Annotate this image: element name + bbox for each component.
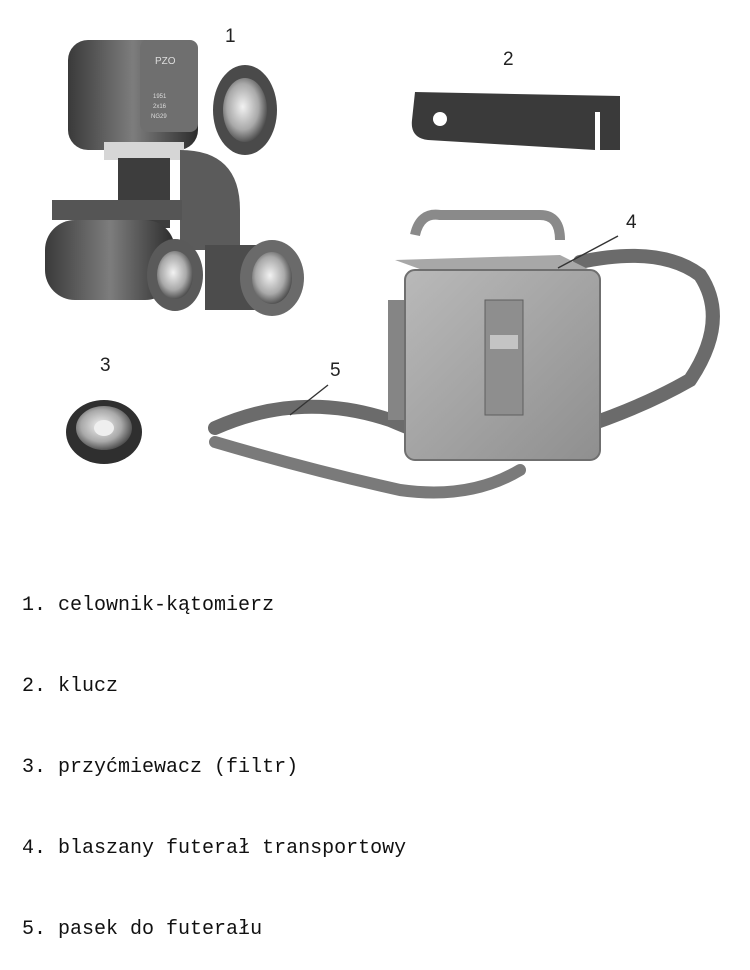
legend-text: pasek do futerału	[58, 918, 263, 941]
callout-1: 1	[225, 26, 236, 47]
callout-3: 3	[100, 355, 111, 376]
legend-number: 3.	[22, 756, 47, 779]
equipment-photo: PZO 1951 2x16 NG29	[45, 40, 720, 499]
callout-4: 4	[626, 212, 637, 233]
legend-item: 3. przyćmiewacz (filtr)	[22, 754, 406, 781]
legend-text: klucz	[58, 675, 119, 698]
legend-number: 5.	[22, 918, 47, 941]
legend-text: blaszany futerał transportowy	[58, 837, 407, 860]
legend-item: 5. pasek do futerału	[22, 916, 406, 943]
callout-2: 2	[503, 49, 514, 70]
leader-line-5	[289, 384, 329, 416]
parts-legend: 1. celownik-kątomierz 2. klucz 3. przyćm…	[22, 538, 406, 970]
key-hole	[433, 112, 447, 126]
legend-item: 4. blaszany futerał transportowy	[22, 835, 406, 862]
legend-number: 1.	[22, 594, 47, 617]
strap-lower	[209, 436, 526, 499]
leader-line-4	[557, 235, 619, 269]
legend-text: celownik-kątomierz	[58, 594, 275, 617]
device-marking-brand: PZO	[155, 56, 176, 67]
key	[411, 92, 620, 150]
legend-number: 4.	[22, 837, 47, 860]
device-marking-magnification: 2x16	[153, 104, 167, 110]
legend-text: przyćmiewacz (filtr)	[58, 756, 299, 779]
legend-number: 2.	[22, 675, 47, 698]
callout-5: 5	[330, 360, 341, 381]
dimmer-filter	[66, 400, 142, 464]
device-marking-year: 1951	[153, 94, 167, 100]
transport-case	[388, 209, 601, 461]
sight-goniometer	[45, 40, 304, 316]
legend-item: 2. klucz	[22, 673, 406, 700]
device-marking-serial: NG29	[151, 114, 167, 120]
legend-item: 1. celownik-kątomierz	[22, 592, 406, 619]
